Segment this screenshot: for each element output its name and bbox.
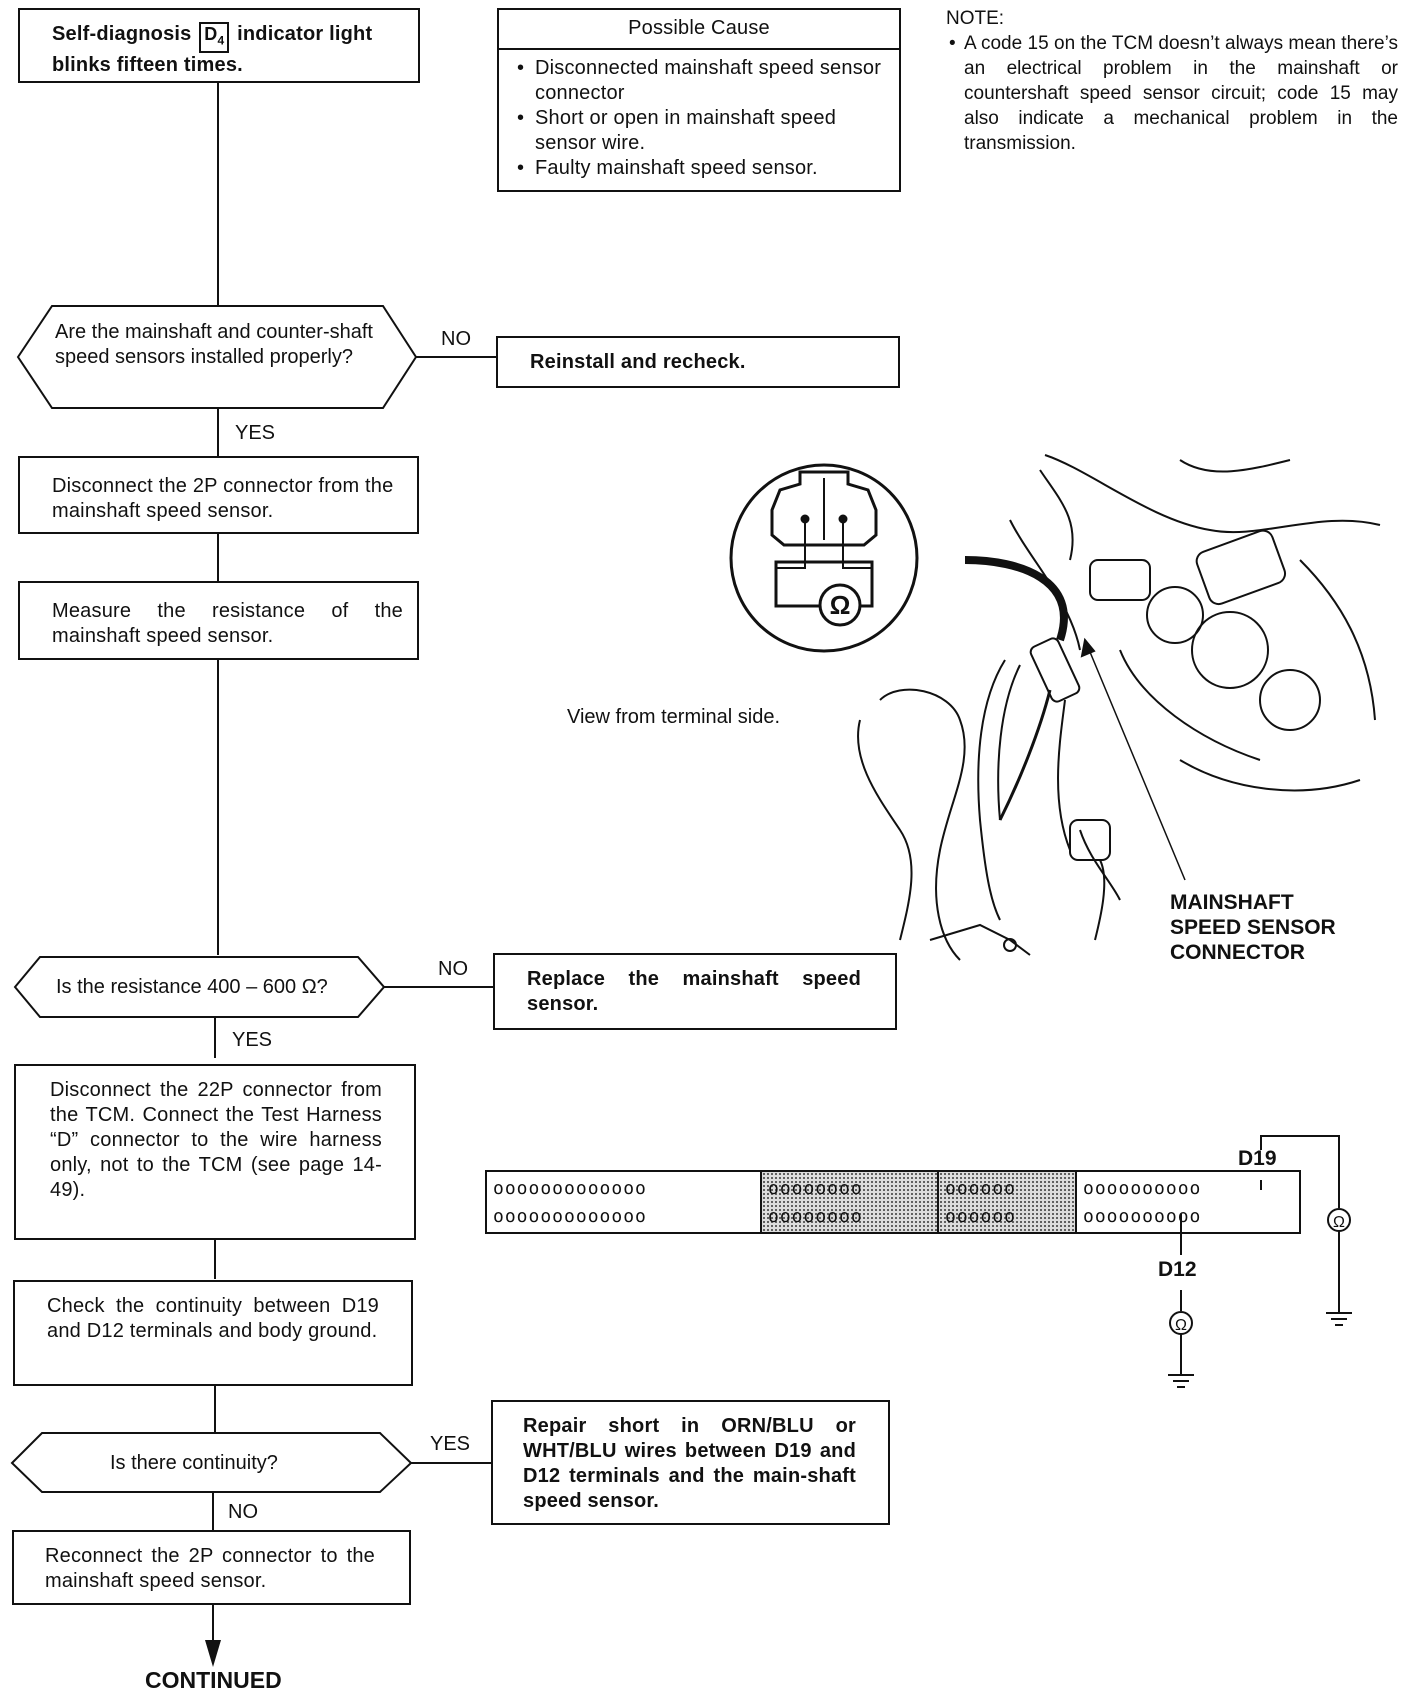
- no-label: NO: [438, 958, 468, 980]
- connector-section-shaded: oooooo oooooo: [939, 1172, 1077, 1232]
- down-arrow-icon: [205, 1640, 221, 1667]
- ohm-meter-icon: Ω: [1175, 1317, 1187, 1334]
- possible-cause-title: Possible Cause: [499, 10, 899, 50]
- ohm-meter-icon: Ω: [830, 590, 851, 620]
- connector-magnified-view: [729, 463, 919, 653]
- possible-cause-list: Disconnected mainshaft speed sensor conn…: [499, 50, 899, 187]
- note-title: NOTE:: [946, 8, 1005, 29]
- yes-label: YES: [235, 422, 276, 444]
- note-text: •A code 15 on the TCM doesn’t always mea…: [949, 33, 1398, 154]
- connector-section: ooooooooooooo ooooooooooooo: [487, 1172, 762, 1232]
- start-text: blinks fifteen times.: [52, 53, 243, 76]
- start-box: Self-diagnosis D4 indicator light blinks…: [18, 8, 420, 83]
- ohm-meter-icon: Ω: [1333, 1214, 1345, 1231]
- decision-diamond-2: [13, 956, 386, 1018]
- check-continuity-box: Check the continuity between D19 and D12…: [13, 1280, 413, 1386]
- terminal-label-d12: D12: [1158, 1258, 1197, 1281]
- decision-text-2: Is the resistance 400 – 600 Ω?: [56, 976, 328, 998]
- continued-label: CONTINUED: [145, 1667, 282, 1693]
- cause-item: Disconnected mainshaft speed sensor conn…: [517, 56, 885, 106]
- disconnect-2p-box: Disconnect the 2P connector from the mai…: [18, 456, 419, 534]
- cause-item: Faulty mainshaft speed sensor.: [517, 156, 885, 181]
- continuity-test-wiring: [1168, 1135, 1352, 1388]
- possible-cause-box: Possible Cause Disconnected mainshaft sp…: [497, 8, 901, 192]
- no-label: NO: [228, 1501, 258, 1523]
- start-text: indicator light: [237, 23, 373, 45]
- tcm-connector-diagram: ooooooooooooo ooooooooooooo oooooooo ooo…: [485, 1170, 1301, 1234]
- yes-label: YES: [232, 1029, 273, 1051]
- callout-label: MAINSHAFT SPEED SENSOR CONNECTOR: [1170, 891, 1336, 964]
- no-label: NO: [441, 328, 471, 350]
- replace-box: Replace the mainshaft speed sensor.: [493, 953, 897, 1030]
- terminal-label-d19: D19: [1238, 1147, 1277, 1170]
- yes-label: YES: [430, 1433, 471, 1455]
- decision-diamond-3: [10, 1432, 413, 1493]
- view-terminal-label: View from terminal side.: [567, 706, 781, 728]
- disconnect-22p-box: Disconnect the 22P connector from the TC…: [14, 1064, 416, 1240]
- cause-item: Short or open in mainshaft speed sensor …: [517, 106, 885, 156]
- decision-text-1: Are the mainshaft and counter-shaft spee…: [55, 321, 373, 368]
- reinstall-box: Reinstall and recheck.: [496, 336, 900, 388]
- reconnect-box: Reconnect the 2P connector to the mainsh…: [12, 1530, 411, 1605]
- decision-diamond-1: [16, 305, 418, 409]
- connector-section-shaded: oooooooo oooooooo: [762, 1172, 939, 1232]
- measure-box: Measure the resistance of the mainshaft …: [18, 581, 419, 660]
- note-block: NOTE: •A code 15 on the TCM doesn’t alwa…: [946, 6, 1398, 156]
- start-text: Self-diagnosis: [52, 23, 192, 45]
- d4-indicator-icon: D4: [199, 22, 230, 53]
- connector-section: oooooooooo oooooooooo: [1083, 1177, 1202, 1227]
- decision-text-3: Is there continuity?: [110, 1452, 278, 1474]
- repair-box: Repair short in ORN/BLU or WHT/BLU wires…: [491, 1400, 890, 1525]
- engine-illustration: [857, 454, 1381, 961]
